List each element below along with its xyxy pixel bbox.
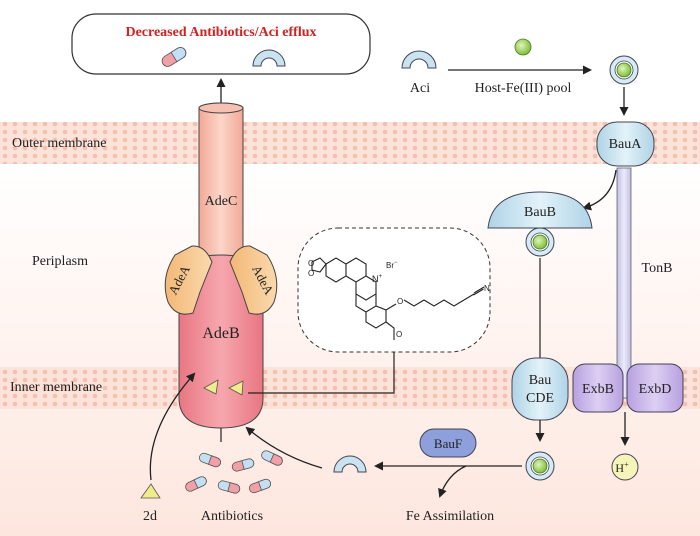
compound-nitrile-n: N xyxy=(484,284,490,293)
inner-membrane-label: Inner membrane xyxy=(10,380,102,395)
aci-fe-complex-baub xyxy=(525,227,555,257)
compound-o2: O xyxy=(308,269,314,278)
aci-label: Aci xyxy=(410,81,430,96)
fe-assimilation-arrow xyxy=(438,465,467,498)
bauf-label: BauF xyxy=(434,436,462,451)
compound-o4: O xyxy=(396,330,402,339)
outer-membrane xyxy=(0,122,700,164)
proton-icon xyxy=(611,453,639,481)
compound-bound-2 xyxy=(228,380,244,396)
iron-icon xyxy=(514,38,532,56)
tonb-label: TonB xyxy=(642,261,673,276)
aci-fe-complex-cytoplasm xyxy=(525,451,555,481)
tonb-protein xyxy=(616,167,632,399)
compound-bromide: Br− xyxy=(386,260,398,270)
baub-label: BauB xyxy=(524,205,556,220)
aci-fe-complex-top xyxy=(609,55,639,85)
result-bubble xyxy=(71,13,371,75)
exbd-protein xyxy=(626,363,684,413)
free-aci-icon xyxy=(333,455,367,473)
adeb-label: AdeB xyxy=(202,325,239,342)
baucde-label-1: Bau xyxy=(529,373,552,388)
compound-o1: O xyxy=(308,259,314,268)
periplasm-label: Periplasm xyxy=(32,254,88,269)
antibiotic-capsules xyxy=(185,450,283,494)
adec-channel xyxy=(198,108,244,271)
fe-assimilation-label: Fe Assimilation xyxy=(406,509,494,524)
compound-connector xyxy=(248,352,395,394)
baucde-label-2: CDE xyxy=(526,391,554,406)
compound-uptake-arrow xyxy=(149,372,196,481)
compound-2d-icon xyxy=(140,483,161,499)
exbb-protein xyxy=(572,363,624,413)
aci-icon xyxy=(401,50,437,69)
bauf-protein xyxy=(419,428,477,458)
proton-label: H+ xyxy=(615,460,629,475)
result-title: Decreased Antibiotics/Aci efflux xyxy=(125,25,316,40)
baua-label: BauA xyxy=(609,137,643,152)
compound-n-plus: N+ xyxy=(372,274,383,284)
to-baub-arrow xyxy=(582,169,617,211)
compound-2d-label: 2d xyxy=(143,509,157,524)
host-pool-label: Host-Fe(III) pool xyxy=(475,81,572,96)
exbb-label: ExbB xyxy=(582,382,614,397)
baub-protein xyxy=(487,191,593,229)
baucde-transporter xyxy=(511,357,569,421)
antibiotics-label: Antibiotics xyxy=(201,509,263,524)
compound-2d-structure xyxy=(311,257,485,340)
aci-siderophore-icon xyxy=(252,49,286,67)
compound-bound-1 xyxy=(203,379,219,395)
outer-membrane-label: Outer membrane xyxy=(12,136,106,151)
capsule-icon xyxy=(161,47,187,67)
exbd-label: ExbD xyxy=(639,382,672,397)
compound-o3: O xyxy=(397,297,403,306)
aci-efflux-arrow xyxy=(245,426,323,469)
adea-left xyxy=(164,245,213,315)
adec-label: AdeC xyxy=(205,194,238,209)
baua-receptor xyxy=(596,121,655,167)
adea-right xyxy=(229,245,278,315)
